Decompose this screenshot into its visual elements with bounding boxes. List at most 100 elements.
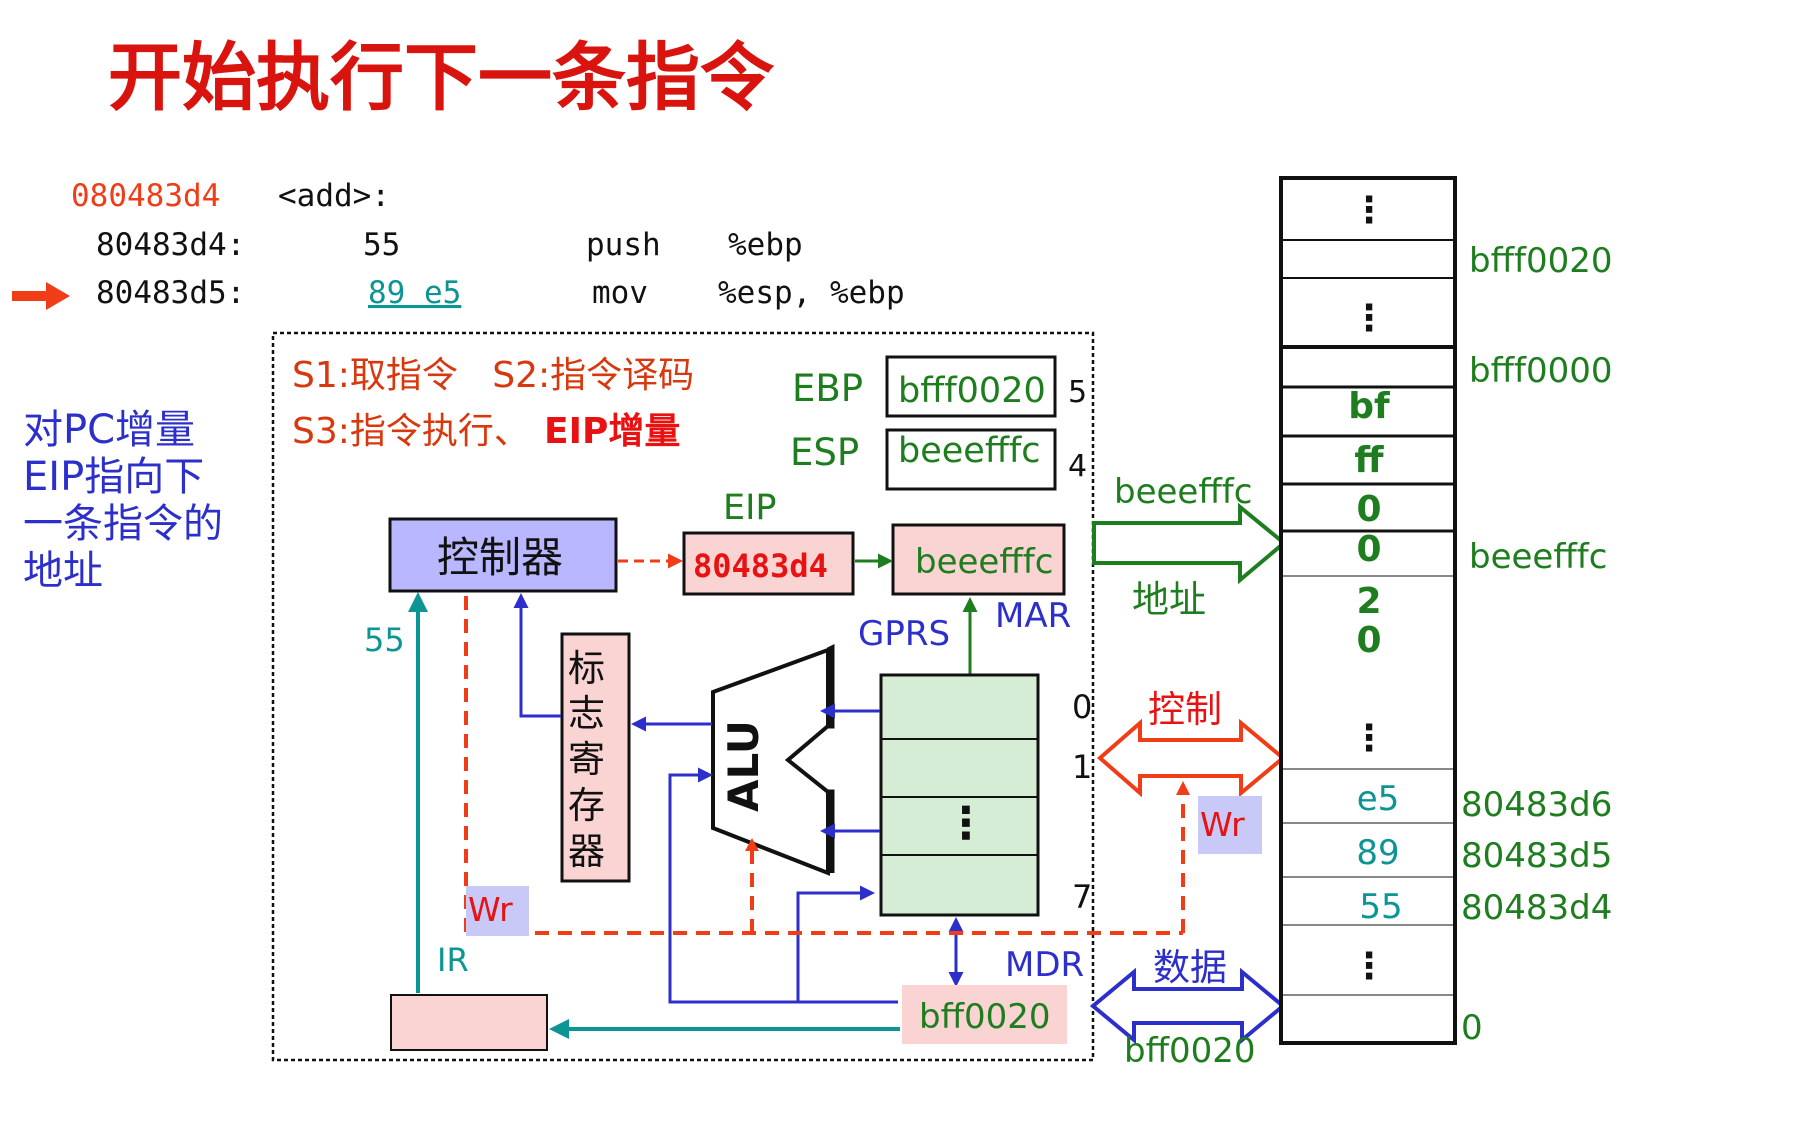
flags-char: 寄 xyxy=(568,738,605,781)
data-bus-label: 数据 xyxy=(1153,946,1227,989)
memory-cell: 0 xyxy=(1356,620,1381,661)
left-note-line: EIP指向下 xyxy=(23,454,204,500)
esp-index: 4 xyxy=(1068,449,1087,484)
page-title: 开始执行下一条指令 xyxy=(108,35,775,121)
memory-cell: e5 xyxy=(1357,779,1400,819)
current-line-arrow-icon xyxy=(12,282,70,310)
memory-cell: bf xyxy=(1348,386,1390,427)
code-line-2-op: mov xyxy=(592,275,648,311)
esp-label: ESP xyxy=(790,431,859,474)
memory-address: 80483d5 xyxy=(1461,836,1612,876)
func-label: <add>: xyxy=(278,178,390,214)
address-bus-arrow xyxy=(1092,502,1288,585)
flags-to-controller-arrow xyxy=(513,593,561,718)
gprs-dots: ⋮ xyxy=(944,798,988,849)
memory-address: 0 xyxy=(1461,1008,1483,1048)
wr-signal-bus-label: Wr xyxy=(1200,805,1245,844)
memory-cell: 0 xyxy=(1356,489,1381,530)
memory-cell: ⋮ xyxy=(1351,946,1387,987)
flags-char: 志 xyxy=(568,692,605,735)
mdr-to-alu-line xyxy=(668,767,898,1004)
gprs-index-1: 1 xyxy=(1072,748,1092,786)
memory-address: 80483d4 xyxy=(1461,888,1612,928)
code-line-1-addr: 80483d4: xyxy=(96,227,245,263)
code-line-1-bytes: 55 xyxy=(363,227,400,263)
memory-cell: ⋮ xyxy=(1351,190,1387,231)
flags-register xyxy=(560,632,631,883)
left-note: 对PC增量 EIP指向下 一条指令的 地址 xyxy=(23,407,223,594)
memory-column xyxy=(1279,176,1457,1045)
memory-cell: 55 xyxy=(1359,887,1402,927)
esp-register xyxy=(885,428,1057,491)
memory-cell: 0 xyxy=(1356,529,1381,570)
data-bus-value: bff0020 xyxy=(1124,1031,1256,1071)
memory-cell: ⋮ xyxy=(1351,718,1387,759)
eip-label: EIP xyxy=(723,488,777,528)
memory-address: bfff0020 xyxy=(1469,241,1613,281)
mdr-register xyxy=(902,985,1067,1044)
controller-box xyxy=(388,517,618,593)
gprs-register-file xyxy=(879,673,1040,917)
ctrl-to-bus-arrowhead xyxy=(1176,781,1190,795)
flags-char: 标 xyxy=(568,647,605,690)
ir-label: IR xyxy=(437,941,469,979)
memory-cell: 2 xyxy=(1356,581,1381,622)
memory-cells: ⋮ ⋮ bf ff 0 0 2 0 ⋮ e5 89 55 ⋮ xyxy=(1348,190,1402,987)
wr-signal-cpu-label: Wr xyxy=(468,890,513,929)
mar-label: MAR xyxy=(995,596,1071,636)
steps-line-2-b: EIP增量 xyxy=(544,411,680,452)
esp-value: beeefffc xyxy=(898,431,1041,471)
gprs-label: GPRS xyxy=(858,614,950,654)
steps-line-1: S1:取指令 S2:指令译码 xyxy=(292,355,694,396)
func-address: 080483d4 xyxy=(71,178,220,214)
control-bus-label: 控制 xyxy=(1148,688,1222,731)
alu-unit xyxy=(711,647,830,876)
ebp-label: EBP xyxy=(792,367,863,410)
code-line-2-bytes: 89 e5 xyxy=(368,275,461,311)
wr-signal-bus xyxy=(1198,796,1262,854)
left-note-line: 对PC增量 xyxy=(23,407,195,453)
code-listing: 080483d4 <add>: 80483d4: 55 push %ebp 80… xyxy=(71,178,905,311)
control-signal-lines xyxy=(464,596,1185,935)
memory-addresses: bfff0020 bfff0000 beeefffc 80483d6 80483… xyxy=(1461,241,1613,1048)
left-note-line: 一条指令的 xyxy=(23,501,223,547)
address-bus-value: beeefffc xyxy=(1114,472,1252,512)
wr-signal-cpu xyxy=(466,886,529,936)
ebp-value: bfff0020 xyxy=(898,371,1046,411)
ir-register xyxy=(390,994,548,1051)
gprs-index-0: 0 xyxy=(1072,688,1092,726)
ir-input-value: 55 xyxy=(364,621,405,659)
mar-value: beeefffc xyxy=(915,542,1053,582)
memory-cell: ff xyxy=(1354,440,1384,481)
steps-line-2-a: S3:指令执行、 xyxy=(292,411,530,452)
memory-cell: 89 xyxy=(1356,833,1399,873)
mdr-label: MDR xyxy=(1005,945,1084,985)
control-bus-arrow xyxy=(1096,718,1287,798)
flags-char: 器 xyxy=(568,830,605,873)
ebp-index: 5 xyxy=(1068,375,1087,410)
code-line-2-addr: 80483d5: xyxy=(96,275,245,311)
flags-register-label: 标 志 寄 存 器 xyxy=(568,647,605,873)
code-line-2-args: %esp, %ebp xyxy=(718,275,905,311)
left-note-line: 地址 xyxy=(23,548,103,594)
mar-register xyxy=(891,523,1066,596)
address-bus-label: 地址 xyxy=(1132,578,1206,621)
memory-address: bfff0000 xyxy=(1469,351,1613,391)
ebp-register xyxy=(885,355,1057,418)
memory-address: beeefffc xyxy=(1469,537,1607,577)
eip-value: 80483d4 xyxy=(693,547,828,585)
code-line-1-args: %ebp xyxy=(728,227,803,263)
alu-label: ALU xyxy=(719,720,768,812)
memory-address: 80483d6 xyxy=(1461,785,1612,825)
controller-label: 控制器 xyxy=(437,533,563,582)
gprs-index-7: 7 xyxy=(1072,878,1092,916)
ctrl-to-alu-arrowhead xyxy=(745,838,759,851)
flags-char: 存 xyxy=(568,784,605,827)
eip-register xyxy=(682,531,855,596)
cpu-boundary xyxy=(271,331,1095,1062)
memory-cell: ⋮ xyxy=(1351,298,1387,339)
mdr-to-gprs-line xyxy=(796,885,875,1002)
code-line-1-op: push xyxy=(586,227,661,263)
mdr-value: bff0020 xyxy=(919,997,1051,1037)
